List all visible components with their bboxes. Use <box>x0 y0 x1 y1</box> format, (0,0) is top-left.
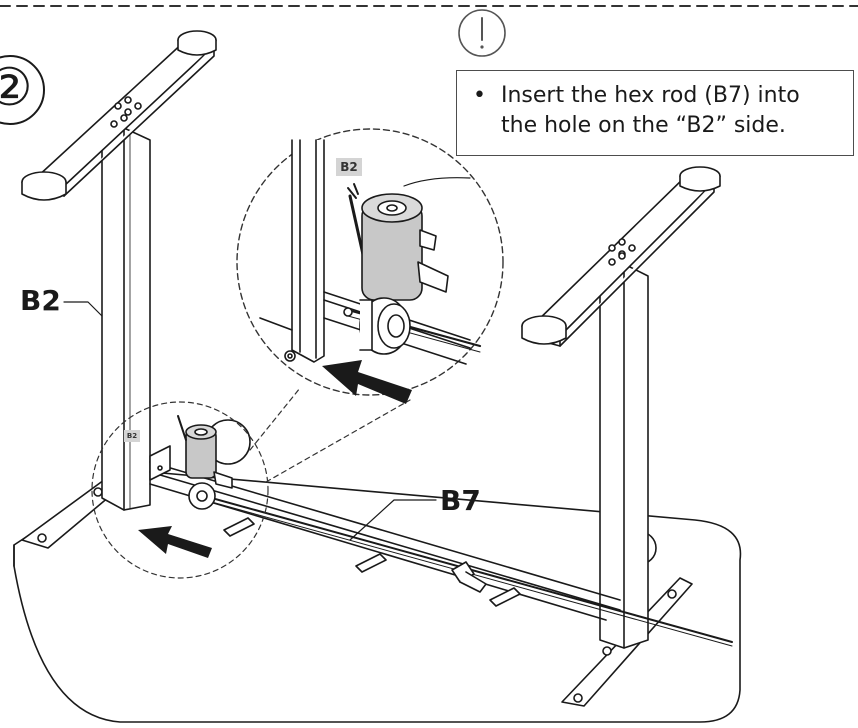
right-bar-rear-pad <box>679 166 721 192</box>
b2-tag-detail: B2 <box>336 158 362 176</box>
b2-leader-line <box>63 301 103 317</box>
large-detail-circle <box>236 128 504 404</box>
exclamation-circle-icon <box>458 9 506 57</box>
mounting-brackets <box>223 517 521 607</box>
left-column <box>101 127 151 511</box>
notice-line-2: the hole on the “B2” side. <box>501 113 786 138</box>
right-column <box>599 263 649 649</box>
notice-bullet: • <box>473 83 486 108</box>
label-b7-rod: B7 <box>440 484 481 517</box>
small-insert-arrow-icon <box>138 526 212 558</box>
b2-tag-small-bg <box>124 430 140 442</box>
left-bar-front-pad <box>21 171 67 201</box>
step-number: ② <box>0 58 33 118</box>
left-bar-rear-pad <box>177 30 217 56</box>
small-motor-unit <box>177 415 233 510</box>
step-number-circle <box>0 55 45 125</box>
notice-box: • Insert the hex rod (B7) into the hole … <box>456 70 854 156</box>
label-b2-leg: B2 <box>20 284 61 317</box>
b2-tag-small: B2 <box>126 432 138 440</box>
small-detail-circle <box>91 401 269 579</box>
large-insert-arrow-icon <box>322 360 412 404</box>
right-bar-front-pad <box>521 315 567 345</box>
detail-connector-line <box>249 387 301 451</box>
detail-connector-line-2 <box>265 399 411 483</box>
notice-line-1: Insert the hex rod (B7) into <box>501 83 800 108</box>
rod-knob <box>451 561 487 593</box>
b7-leader-line <box>349 499 437 541</box>
